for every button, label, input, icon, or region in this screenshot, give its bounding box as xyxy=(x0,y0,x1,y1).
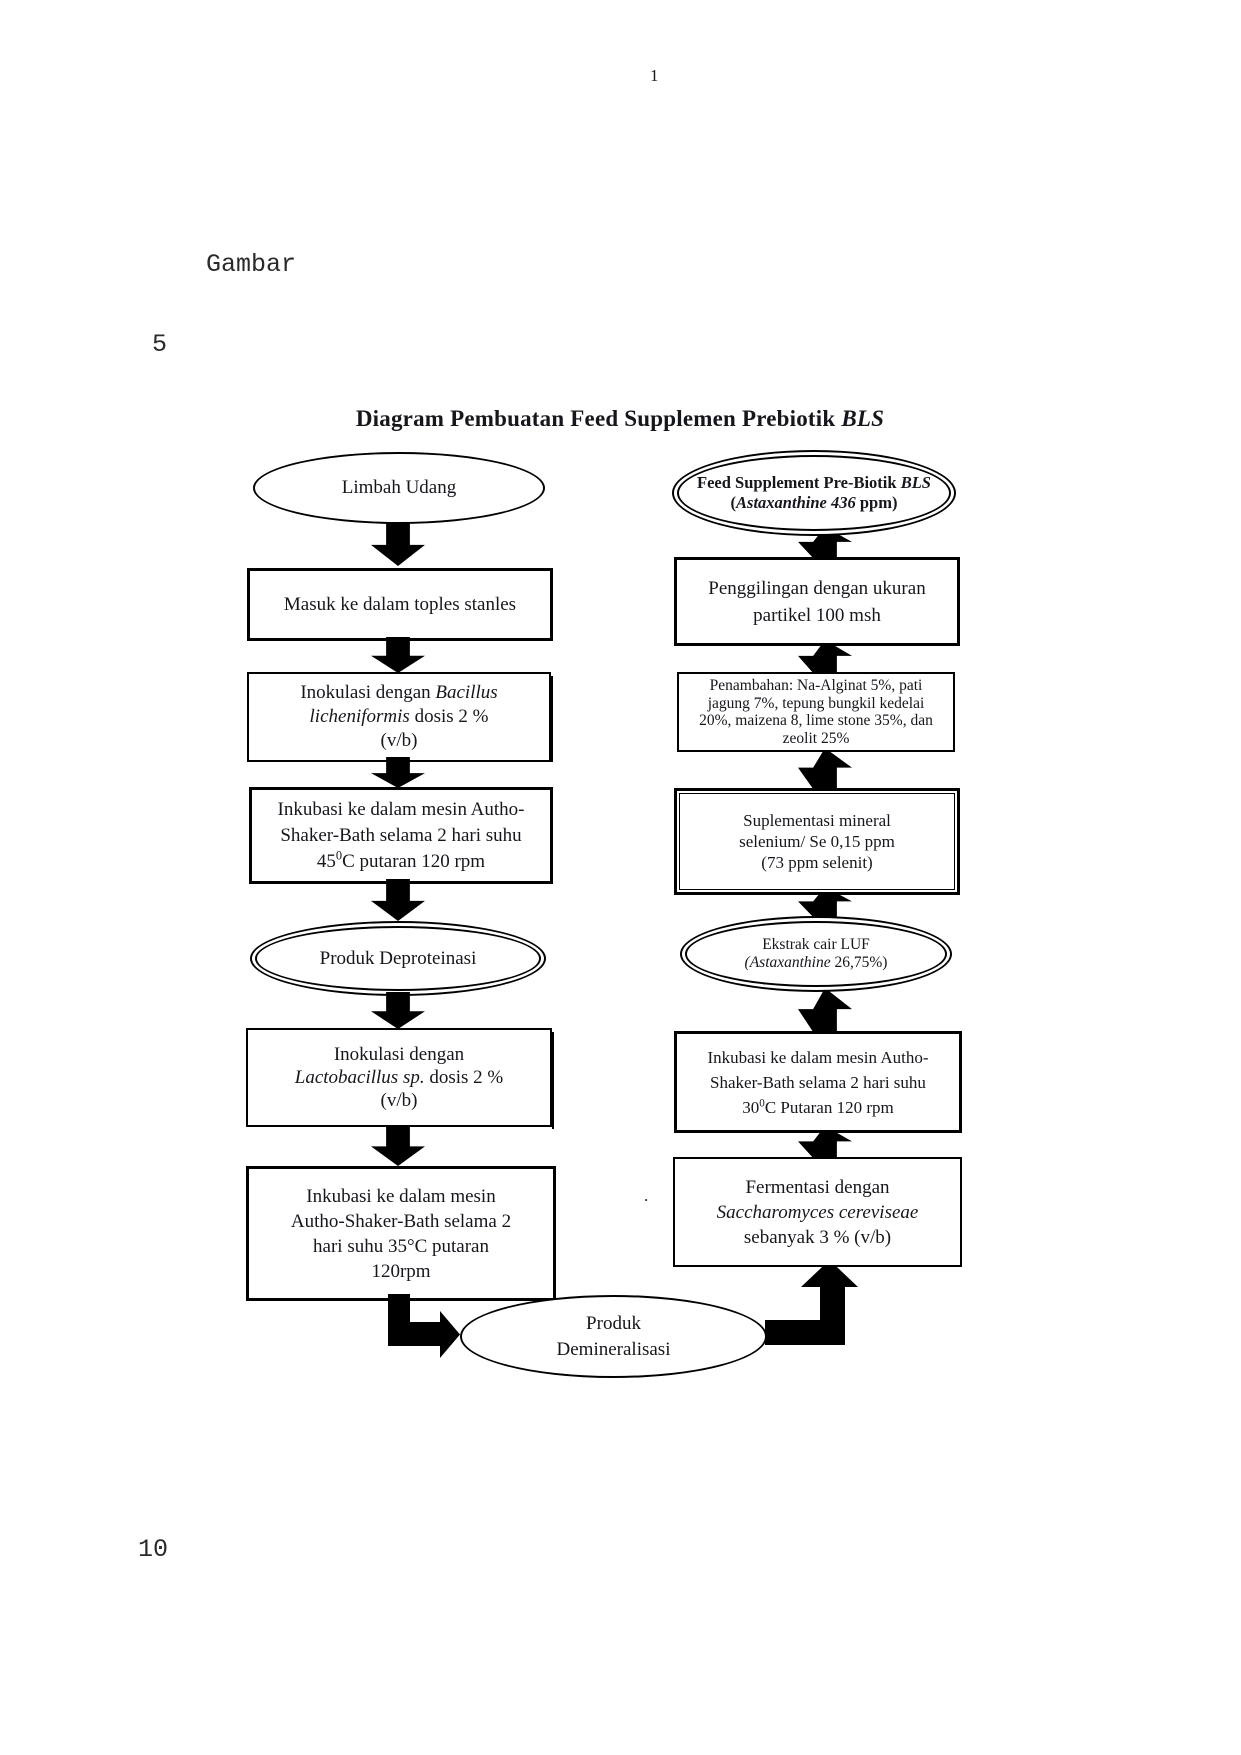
flow-node-penambahan: Penambahan: Na-Alginat 5%, pati jagung 7… xyxy=(677,672,955,752)
node-text-line3: (73 ppm selenit) xyxy=(761,853,873,872)
text-segment-italic: Bacillus xyxy=(435,682,498,703)
node-text-line1: Penggilingan dengan ukuran xyxy=(708,577,926,599)
flow-arrow-down-2-icon xyxy=(371,637,425,673)
flow-node-inokulasi-lactobacillus: Inokulasi dengan Lactobacillus sp. dosis… xyxy=(246,1028,552,1127)
node-text-line2-italic: Saccharomyces cereviseae xyxy=(716,1201,919,1223)
text-segment: 26,75%) xyxy=(830,954,888,971)
flow-node-inkubasi-30: Inkubasi ke dalam mesin Autho- Shaker-Ba… xyxy=(674,1031,962,1133)
elbow-arrow-right-vertical xyxy=(820,1286,845,1345)
node-text-line2: selenium/ Se 0,15 ppm xyxy=(739,832,895,851)
text-segment: Inokulasi dengan xyxy=(300,682,436,703)
diagram-title: Diagram Pembuatan Feed Supplemen Prebiot… xyxy=(220,406,1020,432)
node-text-line2: partikel 100 msh xyxy=(753,604,881,626)
diagram-title-italic: BLS xyxy=(841,406,885,431)
flow-node-penggilingan: Penggilingan dengan ukuran partikel 100 … xyxy=(674,557,960,646)
text-segment-italic: BLS xyxy=(900,473,931,492)
flow-arrow-down-6-icon xyxy=(371,1125,425,1166)
text-segment: ppm) xyxy=(855,493,898,512)
node-text-line2: Demineralisasi xyxy=(556,1338,671,1360)
flow-arrow-down-1-icon xyxy=(371,522,425,566)
node-text-line1: Ekstrak cair LUF xyxy=(762,936,870,953)
elbow-arrow-left-head-icon xyxy=(440,1311,460,1358)
text-segment: 45 xyxy=(316,850,336,872)
node-text-line3: 300C Putaran 120 rpm xyxy=(742,1095,893,1120)
flow-node-produk-demineralisasi: Produk Demineralisasi xyxy=(460,1295,767,1378)
elbow-arrow-left-horizontal xyxy=(388,1322,440,1346)
text-segment-italic: (Astaxanthine xyxy=(744,954,831,971)
flow-node-fermentasi: Fermentasi dengan Saccharomyces cerevise… xyxy=(673,1157,962,1267)
text-segment: dosis 2 % xyxy=(409,706,489,727)
text-segment: 30 xyxy=(742,1097,760,1117)
text-segment: dosis 2 % xyxy=(424,1067,504,1088)
node-text-line1: Inokulasi dengan Bacillus xyxy=(300,681,497,705)
text-segment: ( xyxy=(730,493,737,512)
node-text-line1: Inkubasi ke dalam mesin Autho- xyxy=(707,1047,929,1067)
flow-node-inkubasi-45: Inkubasi ke dalam mesin Autho- Shaker-Ba… xyxy=(249,787,553,884)
line-number-5: 5 xyxy=(152,330,168,359)
diagram-title-main: Diagram Pembuatan Feed Supplemen Prebiot… xyxy=(355,406,842,431)
text-segment-italic: Astaxanthine 436 xyxy=(736,493,856,512)
node-text-line2: Shaker-Bath selama 2 hari suhu xyxy=(710,1072,926,1092)
node-text-line2: (Astaxanthine 436 ppm) xyxy=(731,493,898,513)
node-text-line1: Suplementasi mineral xyxy=(743,811,891,830)
node-text-line4: 120rpm xyxy=(371,1260,431,1282)
node-text-line3: 20%, maizena 8, lime stone 35%, dan xyxy=(699,712,933,729)
node-text-line1: Produk xyxy=(586,1312,641,1334)
line-number-10: 10 xyxy=(138,1535,169,1564)
node-text-line3: (v/b) xyxy=(380,730,418,751)
flow-node-limbah-udang: Limbah Udang xyxy=(253,452,545,524)
node-text-line4: zeolit 25% xyxy=(782,729,850,747)
text-segment-italic: licheniformis xyxy=(309,706,410,727)
node-text: Masuk ke dalam toples stanles xyxy=(283,593,517,615)
caption-label-gambar: Gambar xyxy=(206,250,297,279)
node-text: Limbah Udang xyxy=(341,477,457,498)
flow-node-masuk-toples: Masuk ke dalam toples stanles xyxy=(247,568,553,641)
node-text-line2: Autho-Shaker-Bath selama 2 xyxy=(290,1210,512,1232)
flow-node-suplementasi: Suplementasi mineral selenium/ Se 0,15 p… xyxy=(674,788,960,895)
node-text-line1: Inkubasi ke dalam mesin Autho- xyxy=(277,798,525,820)
text-segment: C putaran 120 rpm xyxy=(342,850,486,872)
node-text-line1: Inokulasi dengan xyxy=(333,1044,465,1065)
node-text-line2: jagung 7%, tepung bungkil kedelai xyxy=(707,694,925,712)
node-text-line1: Inkubasi ke dalam mesin xyxy=(306,1185,496,1207)
node-text-line2: licheniformis dosis 2 % xyxy=(310,705,489,729)
node-text-line2: Shaker-Bath selama 2 hari suhu xyxy=(280,824,522,846)
page-number: 1 xyxy=(650,66,659,85)
text-segment: C Putaran 120 rpm xyxy=(764,1097,894,1117)
flow-node-inkubasi-35: Inkubasi ke dalam mesin Autho-Shaker-Bat… xyxy=(246,1166,556,1301)
text-segment: Feed Supplement Pre-Biotik xyxy=(697,473,901,492)
node-text-line3: (v/b) xyxy=(380,1090,418,1111)
node-text-line1: Penambahan: Na-Alginat 5%, pati xyxy=(709,677,923,694)
superscript-zero: 0 xyxy=(335,848,343,863)
flow-arrow-down-5-icon xyxy=(371,992,425,1029)
flow-node-ekstrak-luf: Ekstrak cair LUF (Astaxanthine 26,75%) xyxy=(680,916,952,992)
node-text-line2: Lactobacillus sp. dosis 2 % xyxy=(295,1066,504,1089)
node-text-line3: hari suhu 35°C putaran xyxy=(313,1235,489,1257)
flow-arrow-up-4-icon xyxy=(798,748,852,789)
node-text-line1: Fermentasi dengan xyxy=(745,1176,890,1198)
flow-arrow-down-4-icon xyxy=(371,879,425,921)
text-segment-italic: Lactobacillus sp. xyxy=(294,1067,425,1088)
node-text: Produk Deproteinasi xyxy=(319,947,477,969)
superscript-zero: 0 xyxy=(759,1096,765,1109)
node-text-line1: Feed Supplement Pre-Biotik BLS xyxy=(697,473,931,493)
node-text-line3: sebanyak 3 % (v/b) xyxy=(743,1226,892,1248)
node-text-line3: 450C putaran 120 rpm xyxy=(317,849,485,875)
stray-dot: . xyxy=(644,1186,649,1205)
box-shadow-line xyxy=(552,1032,554,1129)
flow-arrow-up-2-icon xyxy=(798,988,852,1032)
node-text-line2: (Astaxanthine 26,75%) xyxy=(745,954,888,972)
flow-node-produk-deproteinasi: Produk Deproteinasi xyxy=(250,921,546,996)
flow-node-feed-supplement: Feed Supplement Pre-Biotik BLS (Astaxant… xyxy=(672,450,956,536)
box-shadow-line xyxy=(551,676,553,762)
flow-node-inokulasi-bacillus: Inokulasi dengan Bacillus licheniformis … xyxy=(247,672,551,762)
